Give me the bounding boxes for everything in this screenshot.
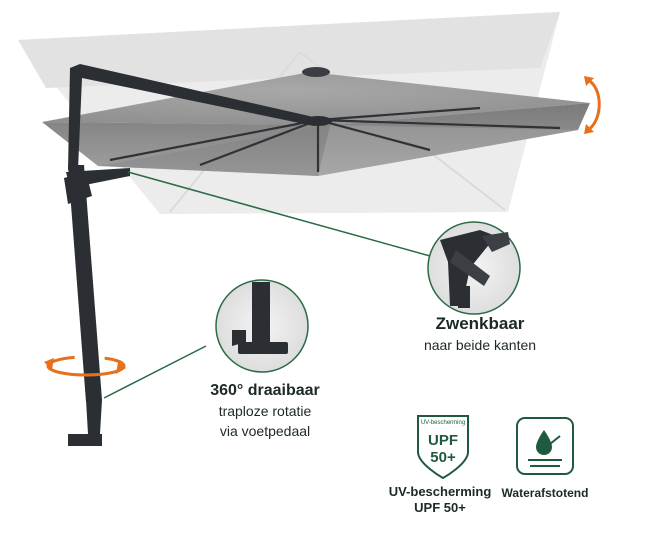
rotate-arrow-icon [44, 355, 126, 377]
canopy [42, 67, 590, 176]
swivel-feature-label: Zwenkbaar naar beide kanten [400, 314, 560, 353]
swivel-subtitle: naar beide kanten [423, 337, 537, 353]
water-label: Waterafstotend [501, 486, 589, 500]
uv-label-line2: UPF 50+ [414, 500, 466, 515]
rotation-title: 360° draaibaar [210, 382, 320, 399]
parasol-frame [64, 64, 318, 446]
water-drop-icon [516, 417, 574, 475]
callout-line-swivel [127, 171, 431, 257]
rotation-line2: via voetpedaal [219, 423, 311, 439]
tilt-arrow-icon [584, 76, 601, 134]
water-feature-label: Waterafstotend [495, 486, 595, 500]
swivel-title: Zwenkbaar [435, 314, 525, 333]
uv-badge-upf: UPF [428, 432, 458, 449]
uv-shield-icon [417, 415, 469, 480]
callout-line-rotation [103, 345, 207, 399]
rotation-line1: traploze rotatie [218, 403, 312, 419]
uv-label-line1: UV-bescherming [388, 484, 492, 499]
uv-badge-small-text: UV-bescherming [420, 420, 466, 426]
uv-badge-50: 50+ [430, 449, 456, 466]
zoom-base-pedal [215, 279, 309, 373]
zoom-swivel-joint [427, 221, 521, 315]
rotation-feature-label: 360° draaibaar traploze rotatie via voet… [190, 382, 340, 440]
uv-feature-label: UV-bescherming UPF 50+ [380, 484, 500, 516]
